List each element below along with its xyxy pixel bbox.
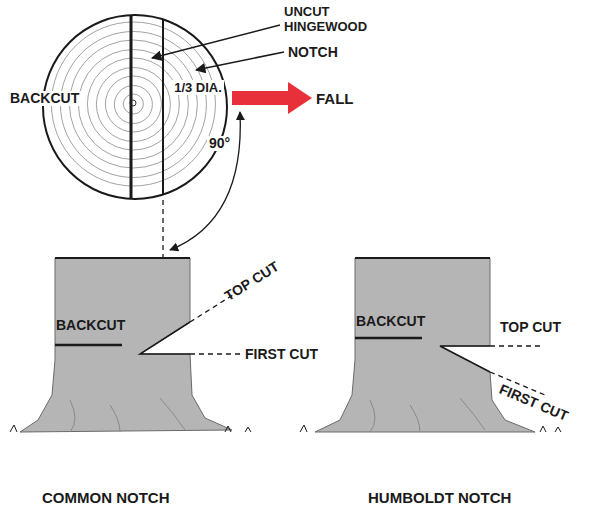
fall-arrow [232, 82, 312, 114]
leader-line [152, 25, 280, 58]
cut-label: FIRST CUT [497, 382, 570, 424]
growth-ring [60, 32, 206, 178]
dashed-line [162, 200, 163, 258]
cut-label: FIRST CUT [245, 347, 318, 362]
common-notch-stump [10, 258, 251, 432]
angle-arc [170, 112, 240, 250]
caption-label: COMMON NOTCH [42, 490, 170, 505]
cut-label: BACKCUT [56, 318, 125, 333]
angle-label: 90° [207, 136, 232, 151]
growth-ring [123, 94, 143, 114]
leader-line [196, 52, 284, 70]
cut-label: BACKCUT [356, 314, 425, 329]
growth-ring [69, 40, 197, 168]
growth-ring [78, 50, 188, 160]
part-label: UNCUT HINGEWOOD [284, 4, 384, 34]
growth-ring [96, 68, 170, 142]
cut-label: TOP CUT [500, 320, 561, 335]
cut-label: TOP CUT [222, 259, 282, 304]
growth-ring [114, 86, 152, 124]
direction-label: FALL [316, 91, 354, 106]
growth-ring [105, 76, 161, 132]
caption-label: HUMBOLDT NOTCH [368, 490, 511, 505]
growth-ring [87, 58, 179, 150]
part-label: NOTCH [288, 45, 338, 60]
log-section [43, 15, 227, 199]
cut-label: BACKCUT [8, 91, 81, 106]
dimension-label: 1/3 DIA. [172, 80, 224, 95]
